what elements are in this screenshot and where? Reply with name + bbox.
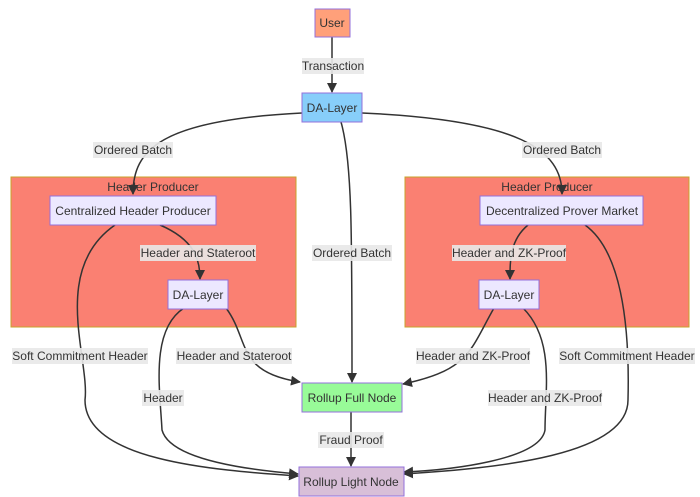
- cluster-right-title: Header Producer: [501, 180, 592, 194]
- node-centralized-header-producer-label: Centralized Header Producer: [55, 204, 210, 218]
- node-da-layer-top-label: DA-Layer: [307, 101, 358, 115]
- label-fraud-proof-text: Fraud Proof: [319, 433, 383, 447]
- node-centralized-header-producer[interactable]: Centralized Header Producer: [49, 195, 217, 226]
- edge-da-to-full-node: [340, 121, 357, 383]
- edge-labels: Transaction Ordered Batch Ordered Batch …: [12, 58, 695, 448]
- label-header-stateroot-bottom-text: Header and Stateroot: [177, 349, 292, 363]
- label-header-zkproof-top-text: Header and ZK-Proof: [452, 246, 567, 260]
- label-header-zkproof-mid-text: Header and ZK-Proof: [416, 349, 531, 363]
- label-header-stateroot-top-text: Header and Stateroot: [141, 246, 256, 260]
- node-user[interactable]: User: [314, 8, 351, 38]
- node-da-layer-top[interactable]: DA-Layer: [301, 92, 363, 123]
- cluster-left-title: Header Producer: [107, 180, 198, 194]
- node-decentralized-prover-market-label: Decentralized Prover Market: [486, 204, 639, 218]
- label-ordered-batch-left: Ordered Batch: [93, 142, 173, 158]
- node-da-layer-right[interactable]: DA-Layer: [478, 279, 540, 310]
- label-transaction-text: Transaction: [302, 59, 364, 73]
- node-rollup-light-node-label: Rollup Light Node: [303, 475, 399, 489]
- label-header-text: Header: [143, 391, 182, 405]
- edge-da-to-decentral-market: [361, 112, 567, 195]
- edge-da-left-to-light-node: [158, 307, 299, 479]
- label-ordered-batch-left-text: Ordered Batch: [94, 143, 172, 157]
- label-soft-commitment-left: Soft Commitment Header: [12, 348, 148, 364]
- label-ordered-batch-center: Ordered Batch: [312, 245, 392, 261]
- label-header-zkproof-top: Header and ZK-Proof: [452, 245, 567, 261]
- label-header: Header: [142, 390, 184, 406]
- edge-market-soft-commitment: [403, 224, 629, 479]
- node-rollup-light-node[interactable]: Rollup Light Node: [298, 466, 405, 497]
- edge-da-right-to-light-node: [403, 307, 548, 477]
- label-header-zkproof-bottom: Header and ZK-Proof: [488, 390, 603, 406]
- node-da-layer-left[interactable]: DA-Layer: [167, 279, 229, 310]
- edge-da-to-central-producer: [128, 112, 303, 195]
- label-header-stateroot-bottom: Header and Stateroot: [176, 348, 292, 364]
- label-ordered-batch-right: Ordered Batch: [522, 142, 602, 158]
- label-header-zkproof-mid: Header and ZK-Proof: [416, 348, 531, 364]
- node-decentralized-prover-market[interactable]: Decentralized Prover Market: [479, 195, 644, 226]
- label-header-zkproof-bottom-text: Header and ZK-Proof: [488, 391, 603, 405]
- label-soft-commitment-left-text: Soft Commitment Header: [12, 349, 147, 363]
- label-header-stateroot-top: Header and Stateroot: [140, 245, 256, 261]
- label-transaction: Transaction: [302, 58, 364, 74]
- label-fraud-proof: Fraud Proof: [318, 432, 384, 448]
- label-ordered-batch-center-text: Ordered Batch: [313, 246, 391, 260]
- label-ordered-batch-right-text: Ordered Batch: [523, 143, 601, 157]
- label-soft-commitment-right-text: Soft Commitment Header: [559, 349, 694, 363]
- node-rollup-full-node-label: Rollup Full Node: [308, 391, 397, 405]
- node-da-layer-right-label: DA-Layer: [484, 288, 535, 302]
- node-rollup-full-node[interactable]: Rollup Full Node: [301, 382, 403, 413]
- label-soft-commitment-right: Soft Commitment Header: [559, 348, 695, 364]
- node-da-layer-left-label: DA-Layer: [173, 288, 224, 302]
- edge-central-soft-commitment: [76, 224, 299, 481]
- node-user-label: User: [319, 16, 344, 30]
